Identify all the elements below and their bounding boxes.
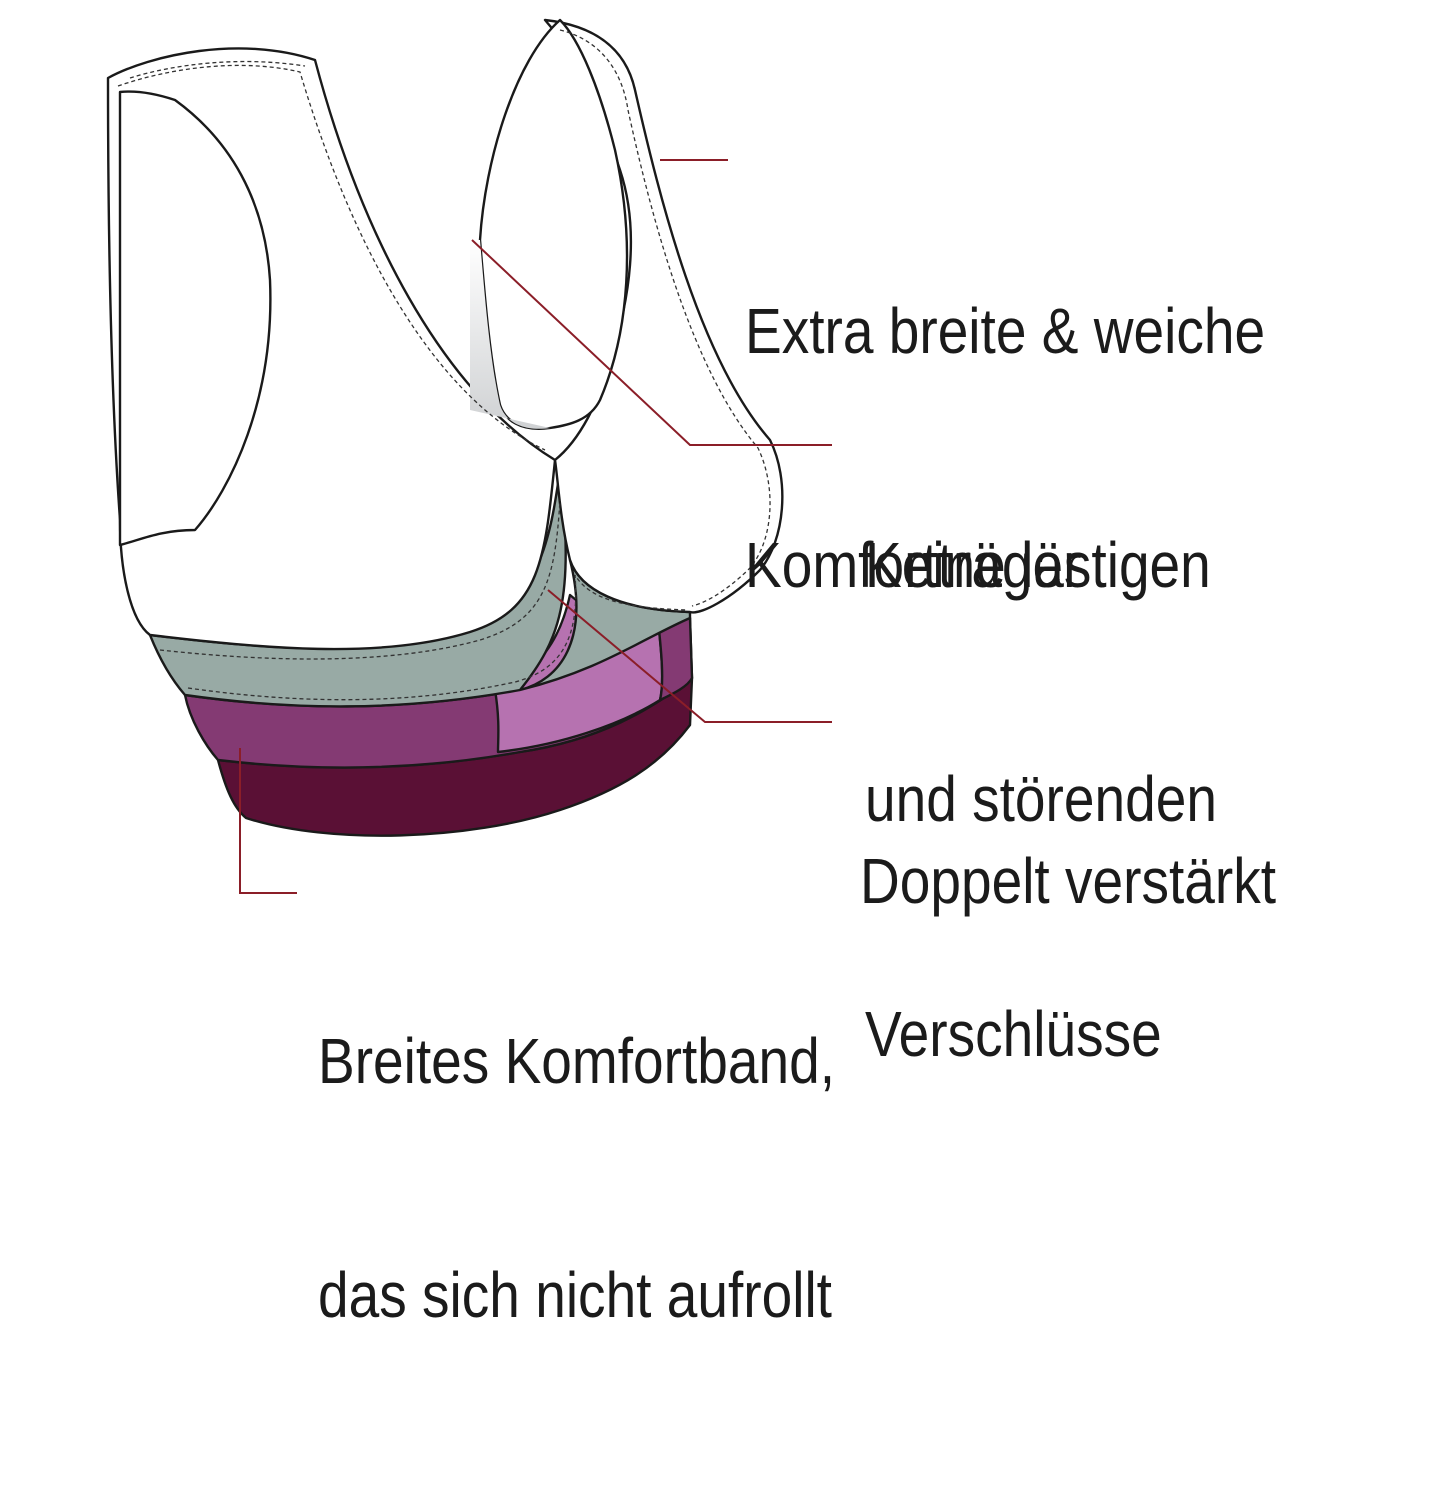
diagram-canvas: Extra breite & weiche Komfortträger Kein… (106, 18, 1276, 1331)
stitch-line-5 (187, 574, 689, 701)
callout-straps-line-1: Extra breite & weiche (745, 295, 1266, 368)
leader-doppelt (547, 589, 832, 723)
leader-lines (239, 159, 832, 894)
left-armhole (118, 90, 272, 547)
stitch-line-4 (159, 499, 561, 660)
stitching (117, 29, 771, 701)
stitch-line-2 (129, 60, 306, 79)
callout-band: Breites Komfortband, das sich nicht aufr… (318, 866, 835, 1491)
callout-no-closures-line-1: Keine lästigen (865, 529, 1211, 602)
leader-keine-verschluesse (471, 239, 832, 446)
callout-reinforced-line-1: Doppelt verstärkt (860, 845, 1277, 918)
callout-band-line-2: das sich nicht aufrollt (318, 1259, 832, 1332)
callout-no-closures-line-2: und störenden (865, 763, 1217, 836)
callout-straps-line-2: Komfortträger (745, 529, 1082, 602)
cup-right-white (543, 18, 784, 614)
leader-komfortband (239, 748, 297, 894)
right-strap-shade (470, 240, 550, 429)
callout-straps: Extra breite & weiche Komfortträger (745, 136, 1265, 761)
stitch-line-3 (559, 29, 771, 607)
callout-reinforced: Doppelt verstärkt (860, 686, 1276, 1076)
stitch-line-1 (117, 64, 546, 451)
bra-illustration (106, 18, 832, 894)
callout-band-line-1: Breites Komfortband, (318, 1025, 836, 1098)
